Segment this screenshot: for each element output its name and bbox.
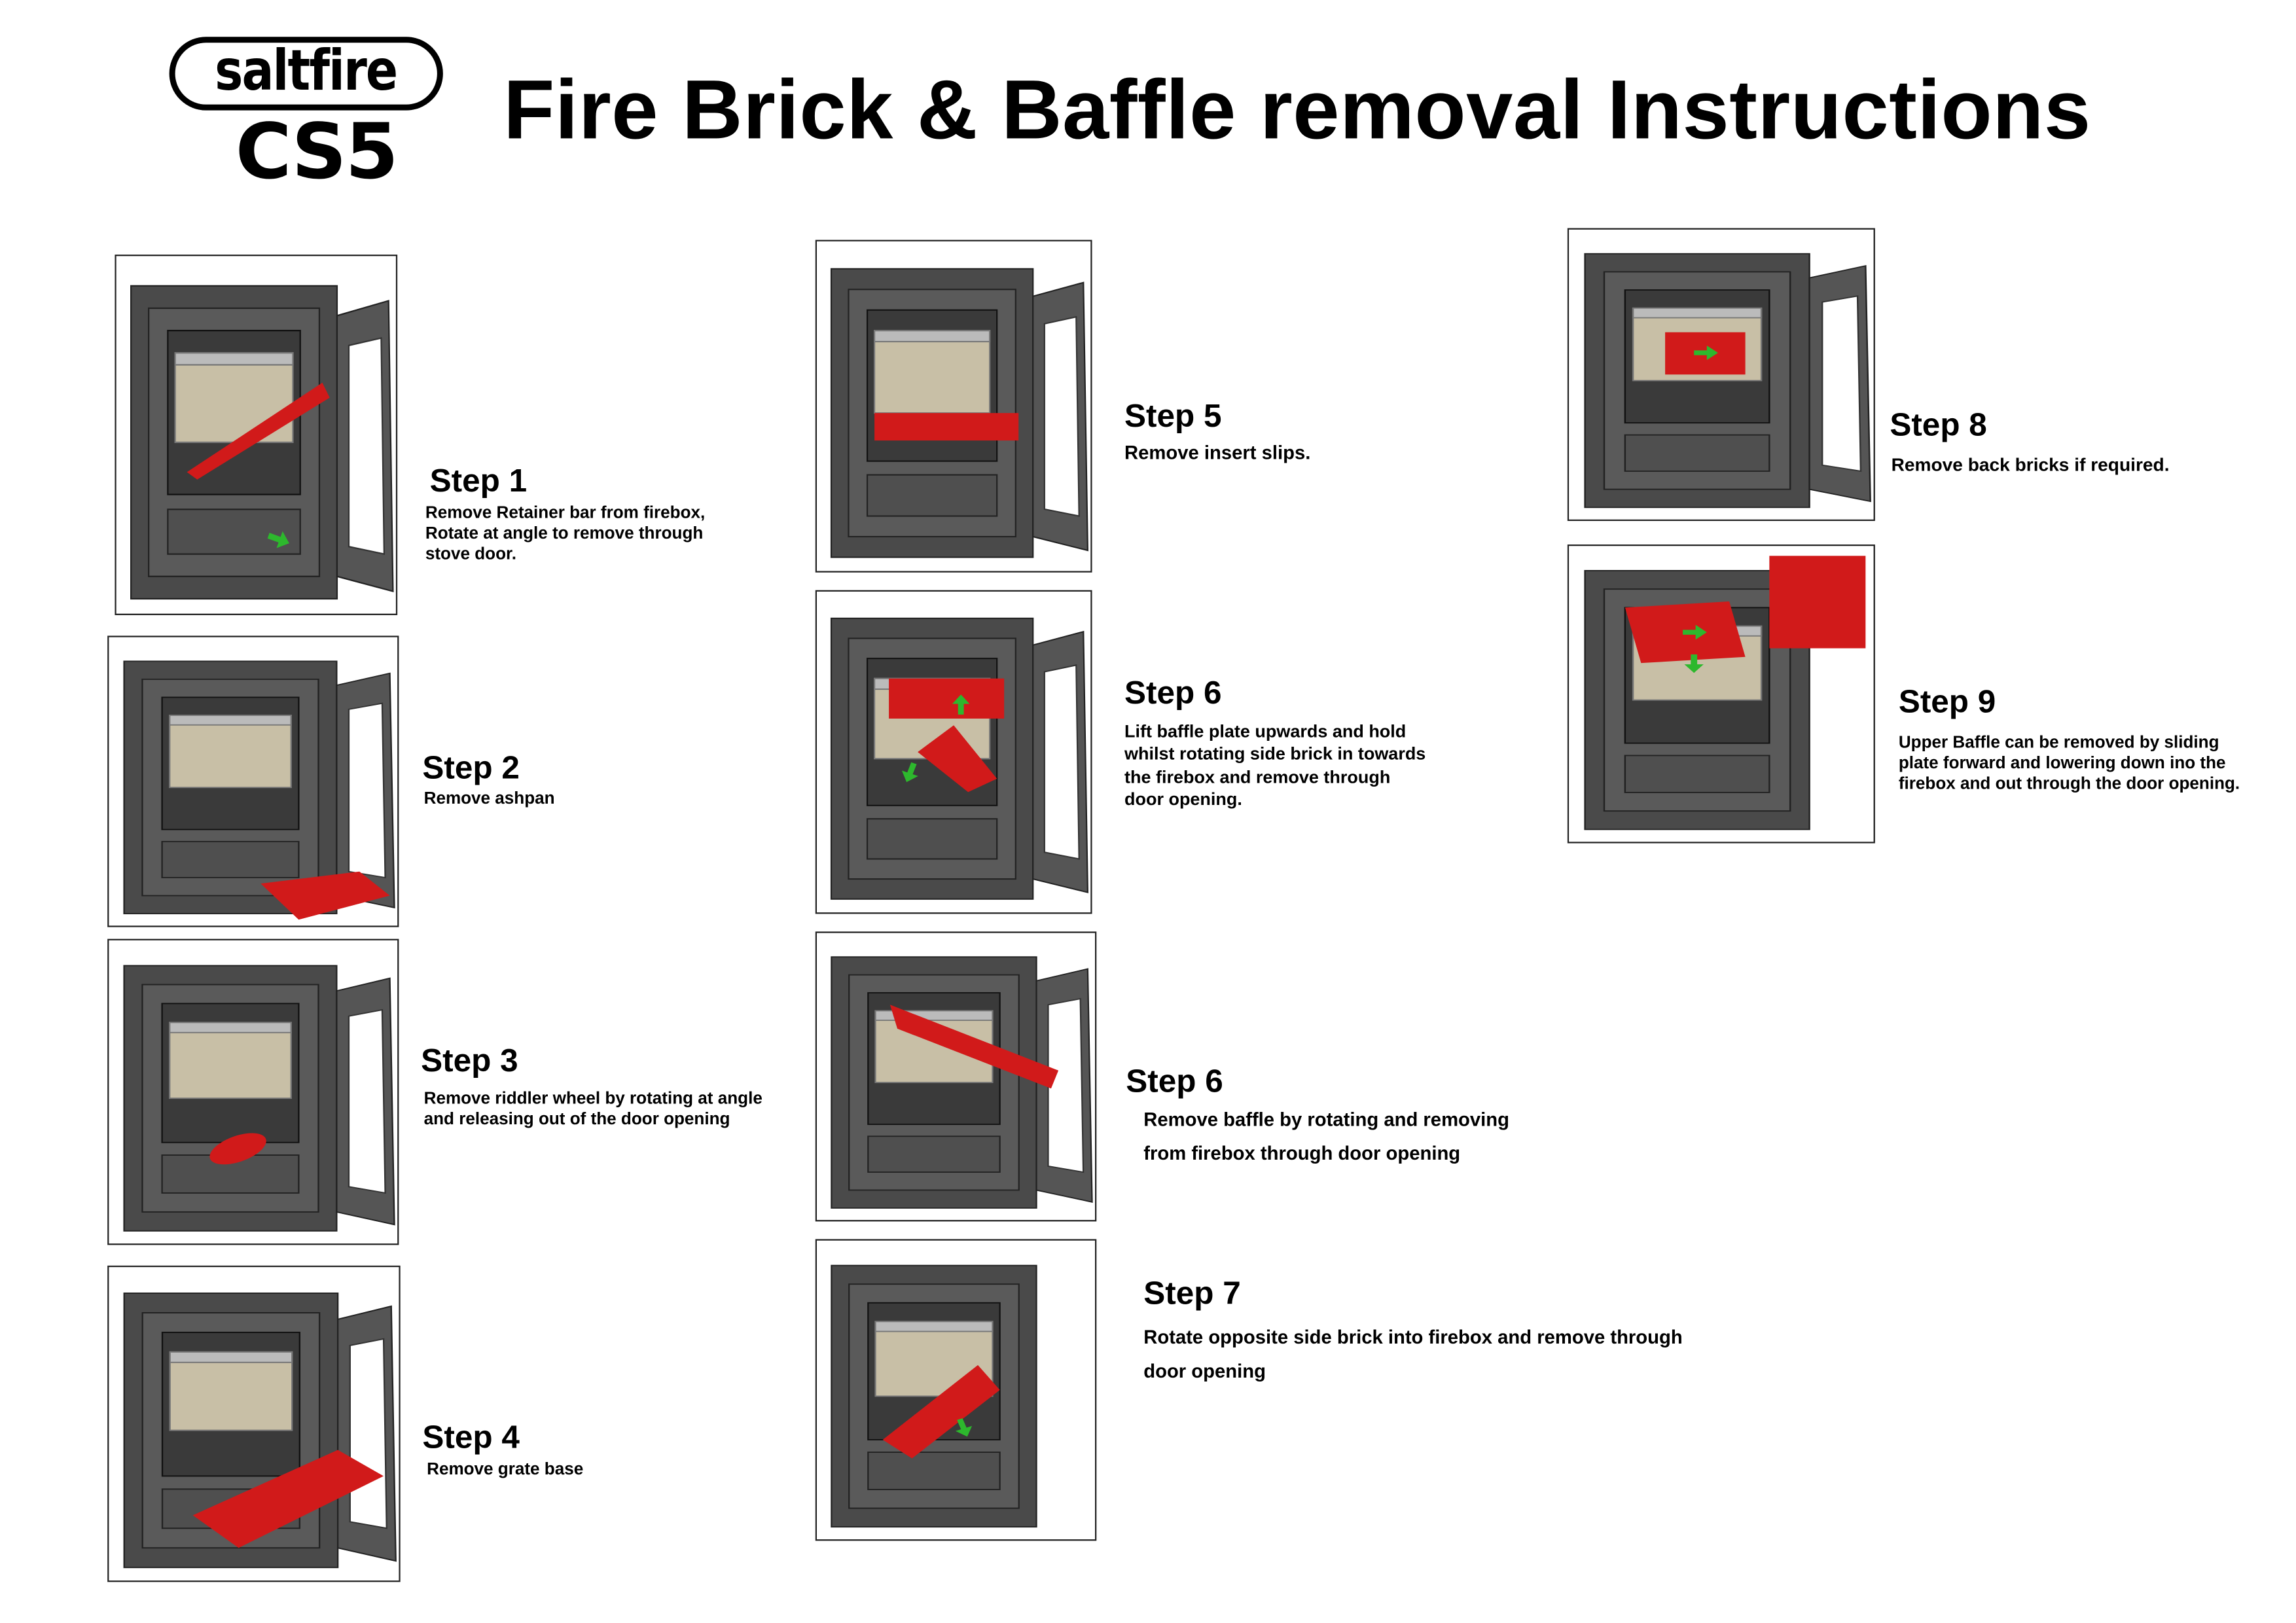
desc-line: firebox and out through the door opening…	[1898, 774, 2240, 794]
door-glass	[348, 1008, 386, 1194]
baffle-plate	[889, 678, 1005, 719]
detail-inset	[1769, 556, 1866, 649]
step-6b-description: Remove baffle by rotating and removing fr…	[1143, 1102, 1509, 1169]
step-1-heading: Step 1	[429, 462, 528, 499]
green-arrow-icon	[1683, 624, 1707, 640]
desc-line: from firebox through door opening	[1143, 1141, 1461, 1164]
step-6b-illustration	[815, 931, 1097, 1222]
step-5-illustration	[815, 240, 1092, 573]
brick-retainer-strip	[169, 1022, 292, 1033]
grate-base	[192, 1450, 384, 1548]
logo-brand-text: saltfire	[215, 38, 399, 103]
insert-slips	[874, 413, 1019, 441]
door-glass	[349, 1338, 387, 1529]
saltfire-logo: saltfire	[169, 37, 443, 111]
step-6-heading: Step 6	[1124, 673, 1222, 711]
desc-line: Remove baffle by rotating and removing	[1143, 1108, 1510, 1131]
brick-retainer-strip	[169, 715, 292, 726]
fire-bricks	[169, 715, 292, 789]
step-6-illustration	[815, 590, 1092, 914]
brick-retainer-strip	[1632, 307, 1763, 319]
ashpan	[260, 871, 390, 920]
page-title: Fire Brick & Baffle removal Instructions	[503, 63, 2091, 158]
door-glass	[348, 337, 386, 556]
riddler-wheel	[209, 1133, 266, 1165]
ashpan-door	[866, 474, 998, 517]
brick-retainer-strip	[169, 1351, 293, 1363]
desc-line: Remove back bricks if required.	[1891, 454, 2170, 476]
door-glass	[1821, 295, 1862, 473]
desc-line: whilst rotating side brick in towards	[1124, 743, 1426, 764]
step-4-description: Remove grate base	[427, 1460, 583, 1481]
baffle	[889, 1005, 1059, 1089]
door-glass	[1043, 664, 1080, 860]
brick-retainer-strip	[873, 330, 991, 343]
step-8-illustration	[1567, 228, 1875, 522]
green-arrow-icon	[267, 531, 289, 548]
desc-line: the firebox and remove through	[1124, 766, 1391, 787]
step-5-heading: Step 5	[1124, 397, 1222, 435]
step-8-heading: Step 8	[1890, 406, 1987, 443]
step-7-illustration	[815, 1239, 1097, 1541]
desc-line: Lift baffle plate upwards and hold	[1124, 721, 1407, 742]
desc-line: Remove insert slips.	[1124, 441, 1311, 464]
desc-line: Remove Retainer bar from firebox,	[425, 503, 706, 523]
model-name: CS5	[235, 109, 399, 198]
step-4-heading: Step 4	[422, 1418, 520, 1455]
side-brick	[882, 1364, 1000, 1459]
green-arrow-icon	[1694, 345, 1718, 361]
step-2-heading: Step 2	[422, 749, 520, 786]
ashpan-door	[161, 840, 300, 878]
ashpan-door	[167, 508, 301, 555]
step-3-description: Remove riddler wheel by rotating at angl…	[424, 1089, 762, 1131]
step-4-illustration	[107, 1265, 401, 1582]
step-1-description: Remove Retainer bar from firebox,Rotate …	[425, 503, 705, 566]
brick-retainer-strip	[874, 1321, 994, 1332]
step-6b-heading: Step 6	[1126, 1062, 1223, 1099]
green-arrow-icon	[901, 762, 918, 783]
fire-bricks	[873, 330, 991, 414]
step-2-illustration	[107, 635, 399, 927]
desc-line: Remove riddler wheel by rotating at angl…	[423, 1089, 762, 1109]
retainer-bar	[187, 382, 330, 480]
green-arrow-icon	[952, 694, 970, 715]
desc-line: plate forward and lowering down ino the	[1898, 753, 2226, 774]
desc-line: and releasing out of the door opening	[423, 1109, 730, 1130]
ashpan-door	[867, 1452, 1001, 1491]
desc-line: door opening	[1143, 1359, 1266, 1382]
ashpan-door	[1624, 434, 1770, 472]
desc-line: door opening.	[1124, 789, 1242, 810]
door-glass	[348, 702, 386, 879]
desc-line: Remove grate base	[427, 1459, 584, 1479]
ashpan-door	[1624, 755, 1770, 793]
brick-retainer-strip	[174, 352, 294, 366]
ashpan-door	[867, 1135, 1001, 1173]
step-8-description: Remove back bricks if required.	[1892, 455, 2170, 476]
step-3-illustration	[107, 938, 399, 1245]
desc-line: Rotate opposite side brick into firebox …	[1143, 1326, 1683, 1348]
green-arrow-icon	[955, 1418, 973, 1437]
step-7-heading: Step 7	[1143, 1274, 1241, 1311]
door-glass	[1047, 998, 1085, 1173]
step-7-description: Rotate opposite side brick into firebox …	[1143, 1320, 1683, 1387]
ashpan-door	[866, 818, 998, 860]
desc-line: stove door.	[425, 544, 516, 565]
step-1-illustration	[115, 255, 398, 615]
desc-line: Upper Baffle can be removed by sliding	[1898, 732, 2219, 753]
step-5-description: Remove insert slips.	[1124, 441, 1311, 464]
green-arrow-icon	[1684, 654, 1704, 673]
step-3-heading: Step 3	[421, 1042, 518, 1079]
door-glass	[1043, 315, 1080, 517]
side-brick	[918, 725, 997, 793]
step-2-description: Remove ashpan	[424, 789, 555, 810]
desc-line: Rotate at angle to remove through	[425, 524, 704, 544]
fire-bricks	[169, 1022, 292, 1099]
fire-bricks	[169, 1351, 293, 1431]
step-9-illustration	[1567, 544, 1875, 844]
step-9-heading: Step 9	[1898, 683, 1996, 720]
desc-line: Remove ashpan	[423, 789, 555, 808]
